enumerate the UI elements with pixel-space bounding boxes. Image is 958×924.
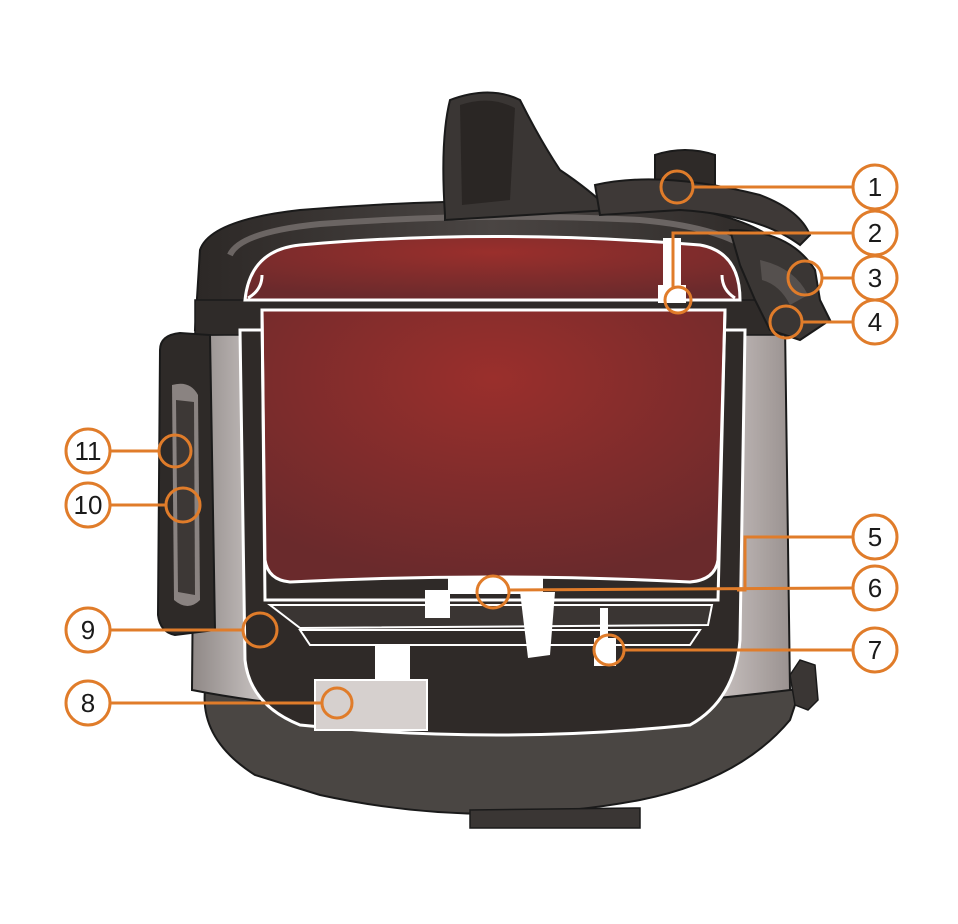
callout-10-badge (64, 481, 112, 529)
callout-3-label: 3 (868, 263, 882, 293)
callout-4-label: 4 (868, 307, 882, 337)
callout-2: 2 (663, 209, 899, 315)
callout-7: 7 (592, 626, 899, 674)
callout-6-badge (851, 564, 899, 612)
callout-3: 3 (786, 254, 899, 302)
callout-11-label: 11 (75, 436, 102, 466)
callout-10-label: 10 (74, 490, 103, 520)
inner-pot (260, 308, 727, 584)
callout-1-badge (851, 163, 899, 211)
callout-10: 10 (64, 481, 202, 529)
callout-11-badge (64, 427, 112, 475)
callout-4-badge (851, 298, 899, 346)
callout-1: 1 (659, 163, 899, 211)
callout-8-badge (64, 679, 112, 727)
pressure-switch (600, 608, 608, 638)
callout-9-label: 9 (81, 615, 95, 645)
lid-inner (243, 235, 742, 302)
callout-2-label: 2 (868, 218, 882, 248)
callout-5-badge (851, 513, 899, 561)
callout-1-label: 1 (868, 172, 882, 202)
callout-6: 6 (475, 564, 899, 612)
callout-8-label: 8 (81, 688, 95, 718)
callout-7-badge (851, 626, 899, 674)
cooker-body (156, 91, 832, 829)
callouts: 1 2 3 4 5 (64, 163, 899, 727)
callout-5-label: 5 (868, 522, 882, 552)
base-side-handle (789, 659, 819, 711)
bottom-electronics (375, 645, 410, 680)
callout-8: 8 (64, 679, 354, 727)
callout-11: 11 (64, 427, 193, 475)
callout-7-label: 7 (868, 635, 882, 665)
callout-6-label: 6 (868, 573, 882, 603)
callout-4: 4 (768, 298, 899, 346)
callout-9: 9 (64, 606, 279, 654)
callout-2-target-ring (663, 285, 693, 315)
callout-9-badge (64, 606, 112, 654)
callout-6-target-ring (475, 574, 511, 610)
